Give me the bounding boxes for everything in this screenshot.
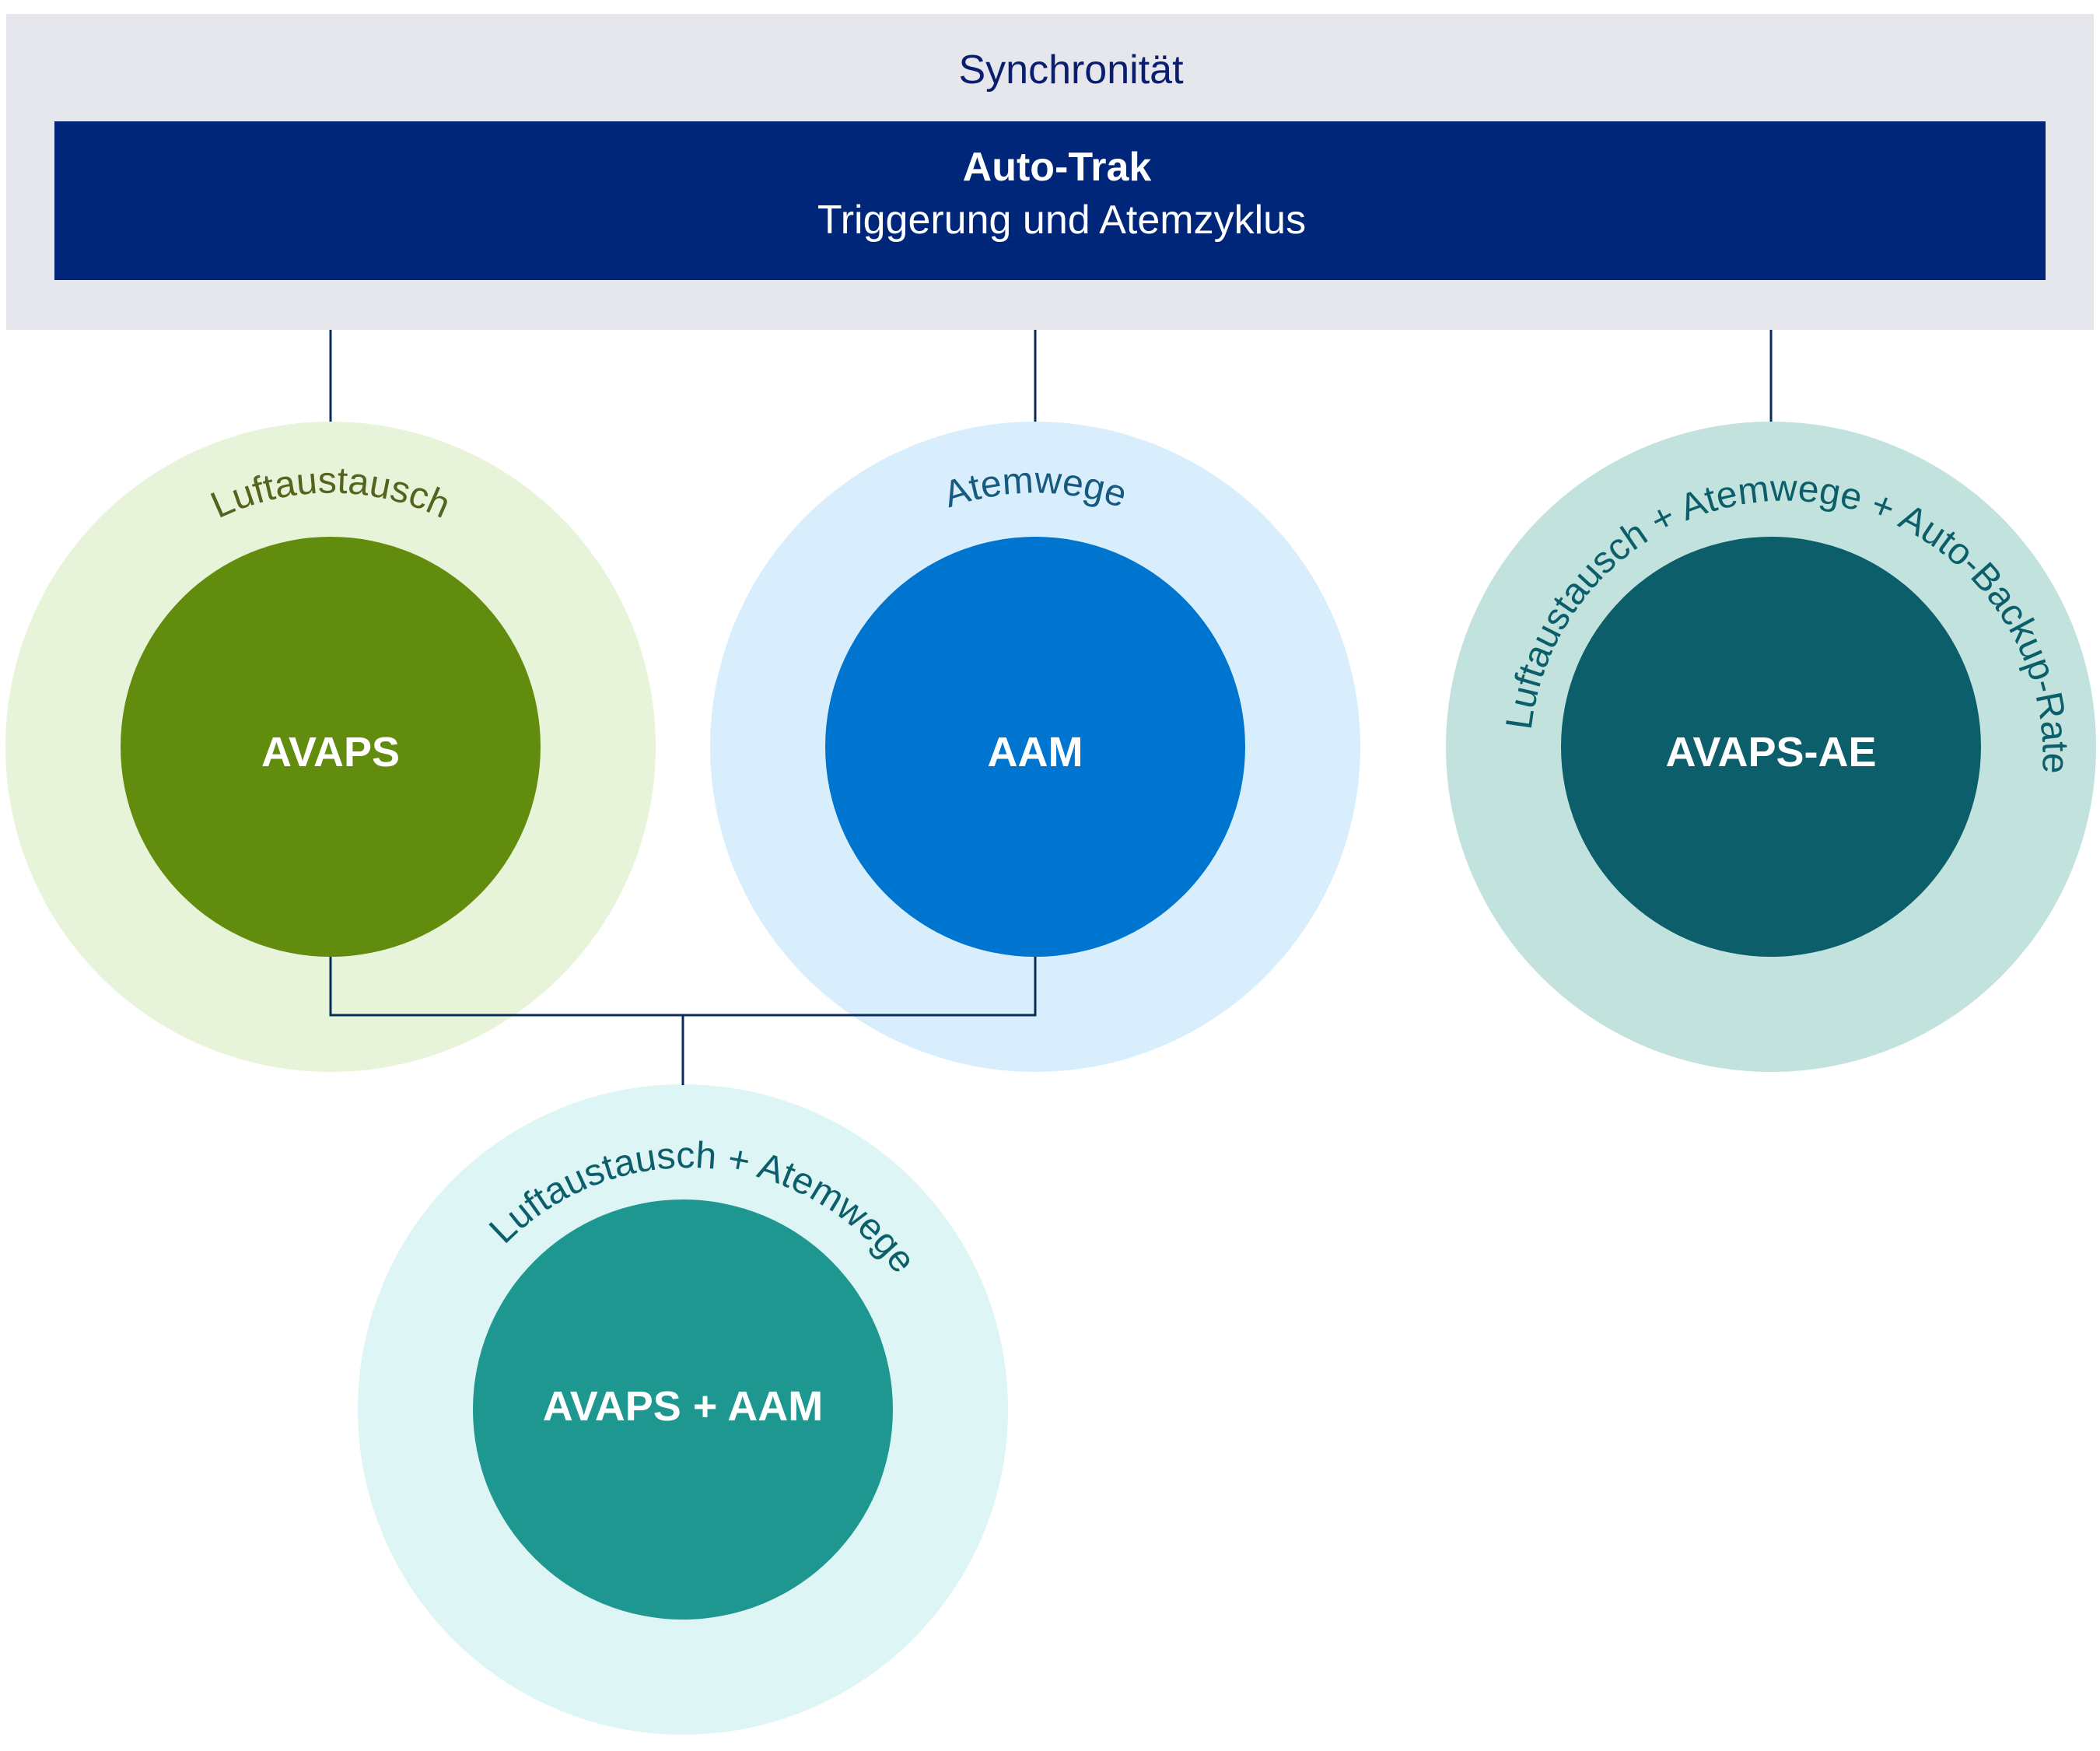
aam-inner-circle bbox=[825, 537, 1245, 957]
avaps-inner-circle bbox=[121, 537, 541, 957]
avaps-ae-label: AVAPS-AE bbox=[1665, 729, 1876, 776]
avaps-ae-inner-circle bbox=[1561, 537, 1981, 957]
header-title: Synchronität bbox=[958, 47, 1184, 93]
aam-label: AAM bbox=[988, 729, 1083, 776]
avaps-aam-inner-circle bbox=[473, 1199, 893, 1620]
auto-trak-bar bbox=[54, 121, 2046, 280]
avaps-aam-label: AVAPS + AAM bbox=[543, 1383, 824, 1430]
auto-trak-title: Auto-Trak bbox=[963, 145, 1152, 190]
auto-trak-subtitle: Triggerung und Atemzyklus bbox=[817, 198, 1306, 243]
avaps-label: AVAPS bbox=[261, 729, 400, 776]
